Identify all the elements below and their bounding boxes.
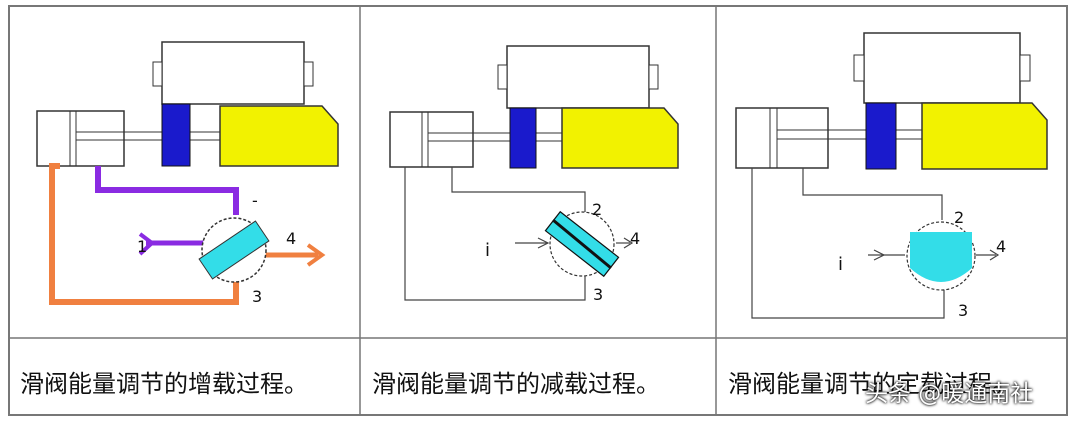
compressor-lug-right xyxy=(303,61,314,87)
panel-decrease xyxy=(389,45,679,301)
outlet-arrow xyxy=(623,237,634,249)
compressor-lug-right xyxy=(648,64,659,90)
port-label-1: i xyxy=(838,254,843,275)
valve-spool xyxy=(198,220,270,280)
inlet-arrow xyxy=(537,237,550,249)
port-label-4: 4 xyxy=(996,237,1006,256)
orange-oil-line xyxy=(49,163,239,305)
yellow-slide-valve xyxy=(921,102,1048,170)
port-label-4: 4 xyxy=(630,229,640,248)
oil-cylinder xyxy=(735,107,829,169)
yellow-slide-valve xyxy=(219,105,339,167)
oil-line-lower xyxy=(404,167,586,301)
blue-piston xyxy=(865,102,897,170)
purple-inlet-arrow xyxy=(138,232,156,256)
compressor-lug-left xyxy=(853,54,865,82)
compressor-lug-left xyxy=(152,61,163,87)
yellow-slide-valve xyxy=(561,107,679,169)
inlet-arrow xyxy=(873,249,886,261)
port-label-4: 4 xyxy=(286,229,296,248)
oil-cylinder xyxy=(36,110,125,167)
compressor-body xyxy=(863,32,1021,104)
oil-cylinder xyxy=(389,111,474,168)
watermark: 头条 @暖通南社 xyxy=(865,381,1034,407)
purple-oil-line xyxy=(95,166,239,215)
oil-line-upper xyxy=(451,167,586,212)
orange-outlet-arrow xyxy=(306,243,326,267)
port-label-3: 3 xyxy=(593,285,603,304)
blue-piston xyxy=(161,103,191,167)
panel-hold xyxy=(735,32,1048,319)
compressor-body xyxy=(161,41,305,105)
port-label-2: - xyxy=(252,191,258,210)
caption-hold: 滑阀能量调节的定载过程。 xyxy=(728,370,1016,398)
valve-spool xyxy=(910,232,972,282)
port-label-3: 3 xyxy=(252,287,262,306)
compressor-body xyxy=(506,45,650,109)
compressor-lug-left xyxy=(497,64,508,90)
panel-increase xyxy=(36,41,339,305)
caption-decrease: 滑阀能量调节的减载过程。 xyxy=(372,370,660,398)
oil-line-upper xyxy=(802,168,943,220)
valve-spool-edge xyxy=(552,218,612,270)
port-label-1: i xyxy=(485,240,490,261)
caption-increase: 滑阀能量调节的增载过程。 xyxy=(20,370,308,398)
port-label-3: 3 xyxy=(958,301,968,320)
blue-piston xyxy=(509,107,537,169)
port-label-1: 1 xyxy=(137,237,147,256)
compressor-lug-right xyxy=(1019,54,1031,82)
port-label-2: 2 xyxy=(592,200,602,219)
outlet-arrow xyxy=(989,249,1000,261)
oil-line-lower xyxy=(751,168,945,319)
port-label-2: 2 xyxy=(954,208,964,227)
